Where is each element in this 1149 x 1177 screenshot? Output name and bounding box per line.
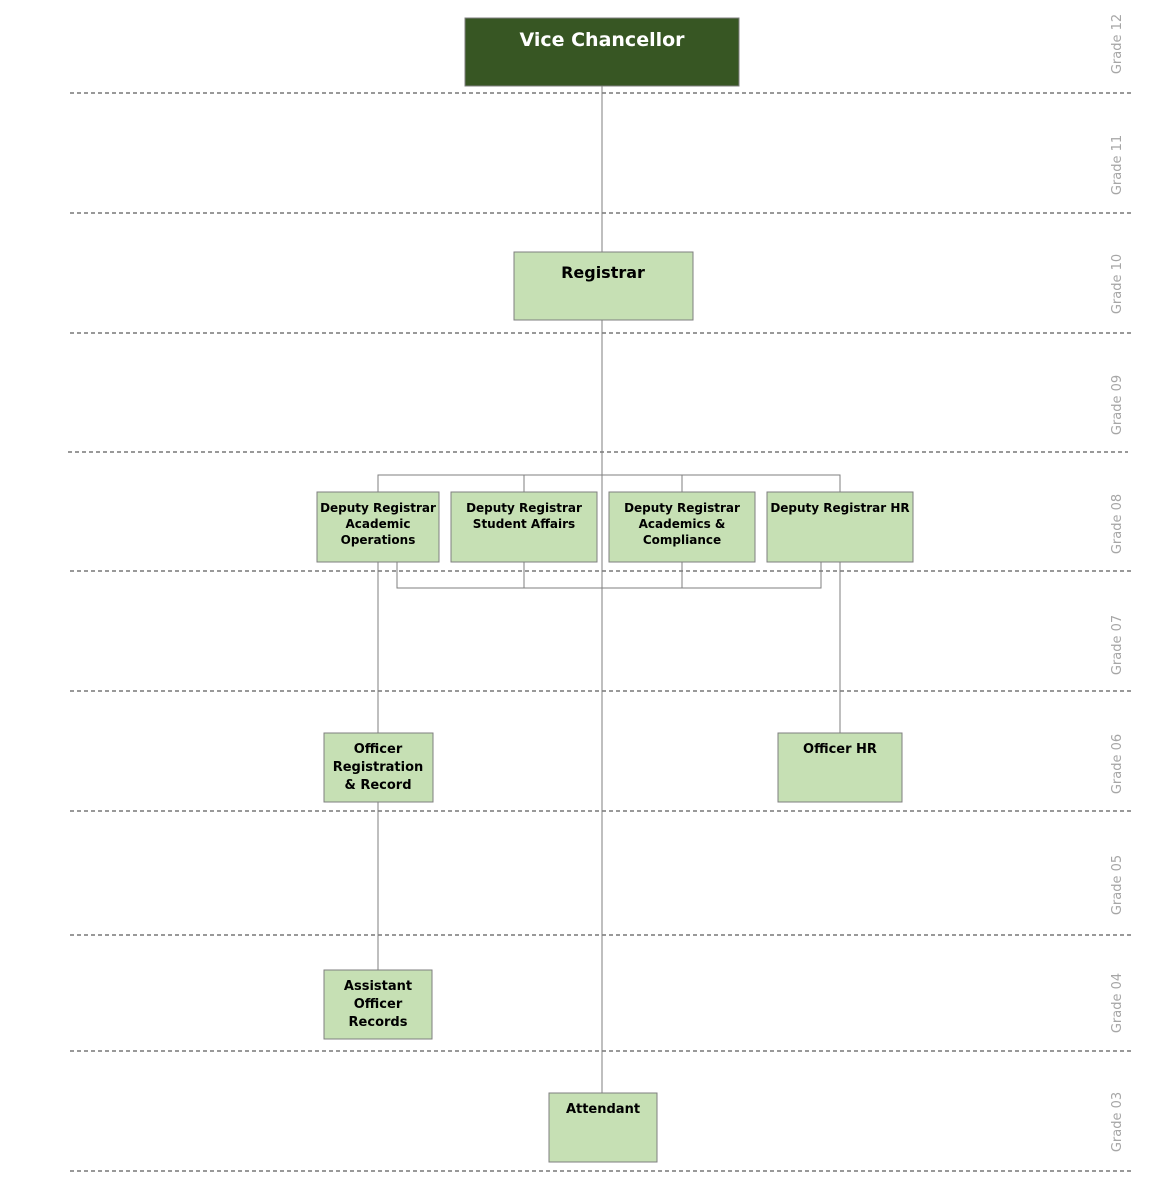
box-label: Deputy Registrar (466, 501, 582, 515)
box (608, 491, 756, 563)
connector-deputy-bottom-bracket (396, 562, 822, 589)
connectors (377, 86, 841, 1093)
box-label: & Record (344, 778, 411, 793)
node-assistant-officer-records: Assistant Officer Records (323, 969, 433, 1040)
node-attendant: Attendant (548, 1092, 658, 1163)
grade-label: Grade 10 (1110, 254, 1125, 314)
box-label: Attendant (566, 1102, 640, 1117)
node-officer-hr: Officer HR (777, 732, 903, 803)
node-dr-academics-compliance: Deputy Registrar Academics & Compliance (608, 491, 756, 563)
node-vice-chancellor: Vice Chancellor (464, 17, 740, 87)
box (513, 251, 694, 321)
grade-label: Grade 09 (1110, 375, 1125, 435)
box-label: Deputy Registrar (320, 501, 436, 515)
grade-labels: Grade 12 Grade 11 Grade 10 Grade 09 Grad… (1110, 14, 1125, 1152)
grade-label: Grade 03 (1110, 1092, 1125, 1152)
box (548, 1092, 658, 1163)
box-label: Operations (341, 533, 416, 547)
box (323, 732, 434, 803)
box (323, 969, 433, 1040)
node-dr-academic-operations: Deputy Registrar Academic Operations (316, 491, 440, 563)
connector-deputy-top-bar (377, 474, 841, 492)
grade-label: Grade 05 (1110, 855, 1125, 915)
box-label: Registration (333, 760, 424, 775)
grade-label: Grade 08 (1110, 494, 1125, 554)
box-label: Student Affairs (473, 517, 575, 531)
box-label: Deputy Registrar (624, 501, 740, 515)
grade-label: Grade 11 (1110, 135, 1125, 195)
box-label: Officer (354, 742, 403, 757)
box-label: Vice Chancellor (519, 29, 685, 51)
grade-label: Grade 07 (1110, 615, 1125, 675)
grade-label: Grade 04 (1110, 973, 1125, 1033)
box-label: Academics & (639, 517, 726, 531)
box-label: Registrar (561, 263, 645, 282)
grade-label: Grade 06 (1110, 734, 1125, 794)
box-label: Assistant (344, 979, 412, 994)
box-label: Compliance (643, 533, 721, 547)
box (316, 491, 440, 563)
box (766, 491, 914, 563)
box-label: Officer HR (803, 742, 877, 757)
box (464, 17, 740, 87)
box (777, 732, 903, 803)
box-label: Academic (346, 517, 411, 531)
box (450, 491, 598, 563)
node-registrar: Registrar (513, 251, 694, 321)
node-dr-hr: Deputy Registrar HR (766, 491, 914, 563)
box-label: Officer (354, 997, 403, 1012)
node-officer-registration-record: Officer Registration & Record (323, 732, 434, 803)
node-dr-student-affairs: Deputy Registrar Student Affairs (450, 491, 598, 563)
box-label: Deputy Registrar HR (770, 501, 909, 515)
grade-dividers (68, 92, 1133, 1172)
box-label: Records (349, 1015, 408, 1030)
grade-label: Grade 12 (1110, 14, 1125, 74)
